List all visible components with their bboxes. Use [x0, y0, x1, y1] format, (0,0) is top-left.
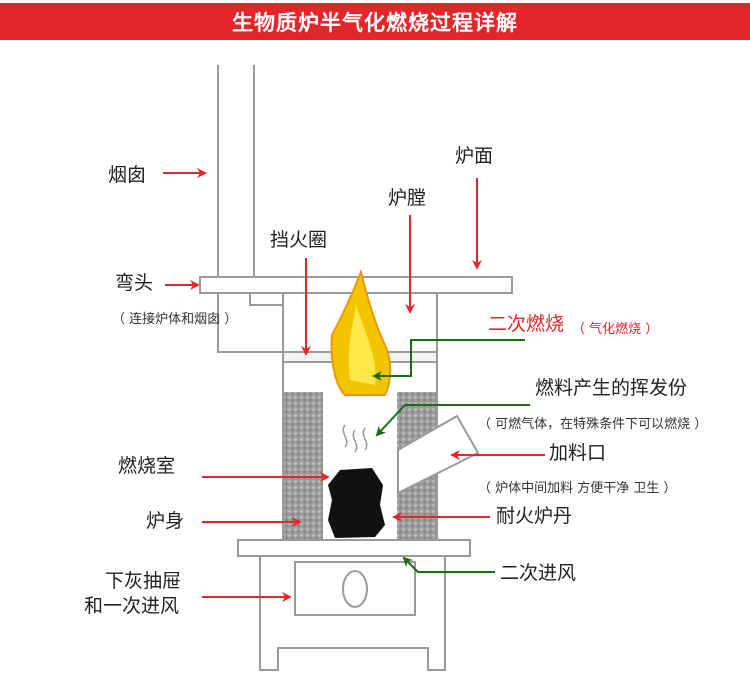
label-stove-top: 炉面 — [455, 145, 494, 167]
feed-port-tube — [397, 414, 480, 495]
label-ash-drawer-1: 下灰抽屉 — [105, 570, 182, 592]
note-secondary-combustion: （ 气化燃烧 ） — [572, 322, 659, 337]
note-feed-port: （ 炉体中间加料 方便干净 卫生 ） — [478, 481, 677, 496]
label-ash-drawer-2: 和一次进风 — [84, 595, 180, 617]
arrow-volatiles — [375, 404, 530, 437]
label-secondary-air: 二次进风 — [500, 562, 577, 584]
flame-inner — [348, 305, 376, 385]
page-title: 生物质炉半气化燃烧过程详解 — [232, 10, 518, 35]
air-inlet-hole — [342, 570, 368, 608]
label-volatiles: 燃料产生的挥发份 — [535, 377, 688, 399]
ash-box — [259, 556, 446, 671]
note-volatiles: （ 可燃气体，在特殊条件下可以燃烧 ） — [478, 417, 708, 432]
label-refractory-core: 耐火炉丹 — [496, 505, 573, 527]
smoke — [342, 424, 368, 453]
label-hearth: 炉膛 — [388, 187, 427, 209]
label-stove-body: 炉身 — [146, 510, 185, 532]
label-feed-port: 加料口 — [549, 442, 607, 464]
label-chimney: 烟囱 — [108, 164, 147, 186]
base-plate — [237, 539, 471, 557]
insulation-left — [284, 392, 323, 539]
fuel-charcoal — [328, 468, 385, 538]
title-banner: 生物质炉半气化燃烧过程详解 — [0, 3, 750, 40]
label-elbow: 弯头 — [115, 272, 154, 294]
note-elbow: （ 连接炉体和烟囱 ） — [112, 312, 238, 327]
arrow-secondary-air — [402, 556, 495, 573]
label-secondary-combustion: 二次燃烧 — [488, 313, 565, 335]
hearth — [282, 293, 438, 540]
arrow-secondary-combustion — [372, 339, 525, 381]
chimney — [217, 65, 283, 353]
label-fire-ring: 挡火圈 — [270, 229, 328, 251]
label-combustion-chamber: 燃烧室 — [118, 455, 176, 477]
